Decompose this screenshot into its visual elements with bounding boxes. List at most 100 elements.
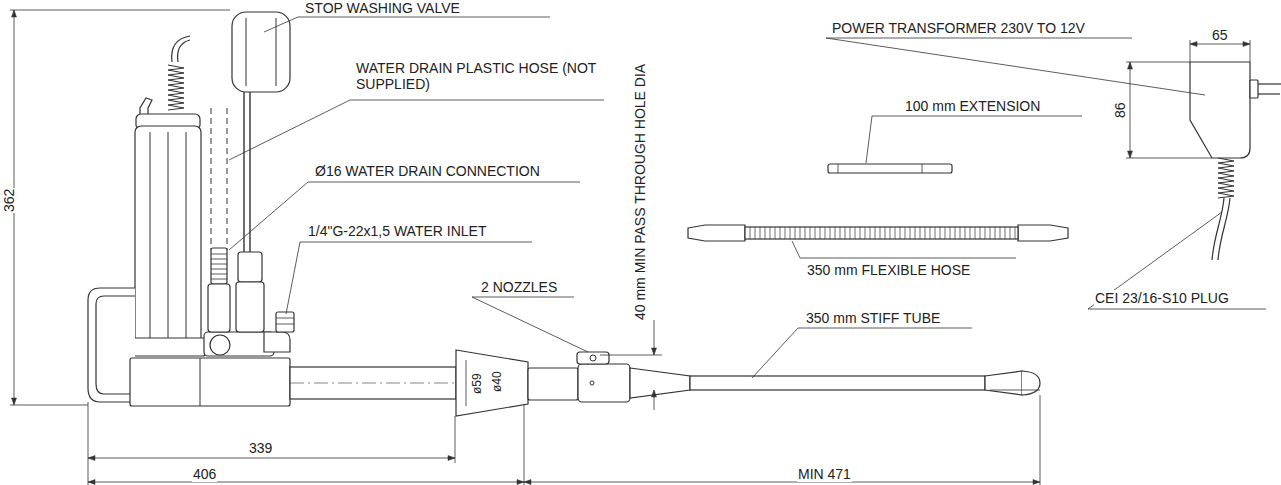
motor-rib <box>186 132 187 338</box>
hose-corrugation <box>845 227 846 239</box>
hose-end <box>688 225 745 241</box>
inlet-elbow <box>264 332 290 352</box>
inlet-thread <box>276 324 294 325</box>
hose-corrugation <box>865 227 866 239</box>
valve-stem <box>249 92 250 252</box>
hose-corrugation <box>940 227 941 239</box>
hose-corrugation <box>800 227 801 239</box>
extension-line <box>455 416 456 463</box>
power-cable <box>172 36 190 62</box>
hose-corrugation <box>755 227 756 239</box>
drain-rib <box>211 259 227 260</box>
centering-cone <box>456 350 528 416</box>
extension-line <box>1126 158 1212 159</box>
hose-corrugation <box>945 227 946 239</box>
leader-line <box>826 38 1205 95</box>
extension-joint <box>922 164 923 173</box>
dimension-arrow <box>652 348 657 355</box>
hose-corrugation <box>935 227 936 239</box>
hose-corrugation <box>1015 227 1016 239</box>
hose-corrugation <box>900 227 901 239</box>
dimension-arrow <box>1128 151 1133 158</box>
hose-corrugation <box>1005 227 1006 239</box>
hose-corrugation <box>910 227 911 239</box>
motor-body <box>135 126 201 344</box>
nozzle-fitting <box>578 364 630 402</box>
dimension-arrow <box>448 456 455 461</box>
dimension-line <box>88 482 524 483</box>
hose-corrugation <box>770 227 771 239</box>
drain-rib <box>211 254 227 255</box>
dimension-value: 339 <box>248 440 273 456</box>
extension-line <box>600 355 662 356</box>
drain-hose <box>227 108 228 250</box>
hose-corrugation <box>985 227 986 239</box>
hose-corrugation <box>970 227 971 239</box>
valve-lever-line <box>276 18 277 86</box>
dimension-value: 86 <box>1112 101 1128 119</box>
dimension-arrow <box>1243 42 1250 47</box>
leader-line <box>264 17 550 32</box>
hose-corrugation <box>960 227 961 239</box>
leader-line <box>229 182 580 250</box>
handle <box>88 288 135 402</box>
hose-corrugation <box>990 227 991 239</box>
hose-corrugation <box>835 227 836 239</box>
extension-line <box>10 10 230 11</box>
dimension-arrow <box>652 390 657 397</box>
hose-corrugation <box>765 227 766 239</box>
hose-corrugation <box>1000 227 1001 239</box>
dimension-arrow <box>12 398 17 405</box>
hose-corrugation <box>950 227 951 239</box>
hose-corrugation <box>995 227 996 239</box>
hose-corrugation <box>750 227 751 239</box>
dimension-arrow <box>12 10 17 17</box>
tube-tip <box>985 371 1022 395</box>
diameter-value: ø40 <box>490 370 504 393</box>
hose-corrugation <box>795 227 796 239</box>
cone-edge <box>466 360 467 406</box>
dimension-note: 40 mm MIN PASS THROUGH HOLE DIA <box>632 63 648 321</box>
dimension-arrow <box>1190 42 1197 47</box>
hose-corrugation <box>815 227 816 239</box>
plug-base <box>1250 80 1258 98</box>
part-label: Ø16 WATER DRAIN CONNECTION <box>314 163 541 179</box>
hose-corrugation <box>850 227 851 239</box>
extension-line <box>1250 40 1251 62</box>
transformer-body <box>1190 62 1250 158</box>
hose-corrugation <box>760 227 761 239</box>
dimension-line <box>1190 44 1250 45</box>
leader-line <box>752 328 972 378</box>
hose-corrugation <box>895 227 896 239</box>
drain-hose <box>211 108 212 250</box>
dimension-line <box>524 482 1040 483</box>
hose-corrugation <box>905 227 906 239</box>
dimension-arrow <box>88 480 95 485</box>
hose-corrugation <box>980 227 981 239</box>
cable-spring <box>1218 158 1234 198</box>
valve-stem <box>243 92 244 252</box>
leader-line <box>286 242 532 314</box>
hose-corrugation <box>915 227 916 239</box>
dimension-value: 65 <box>1211 27 1229 43</box>
part-label: CEI 23/16-S10 PLUG <box>1094 290 1230 306</box>
cable-spring <box>168 65 184 110</box>
motor-rib <box>168 132 169 338</box>
leader-line <box>472 297 588 352</box>
hose-corrugation <box>810 227 811 239</box>
nozzle <box>590 355 596 361</box>
part-label: POWER TRANSFORMER 230V TO 12V <box>831 20 1086 36</box>
leader-line <box>866 116 1082 163</box>
dimension-line <box>88 458 455 459</box>
valve-body <box>236 282 264 332</box>
dimension-arrow <box>517 480 524 485</box>
extension-line <box>1126 62 1190 63</box>
part-label: 1/4"G-22x1,5 WATER INLET <box>307 223 487 239</box>
hose-corrugation <box>870 227 871 239</box>
drain-rib <box>211 274 227 275</box>
leader-line <box>1088 212 1266 309</box>
power-cable <box>1218 198 1230 260</box>
hose-corrugation <box>1010 227 1011 239</box>
inlet-thread <box>276 318 294 319</box>
nozzle-body <box>528 368 578 400</box>
